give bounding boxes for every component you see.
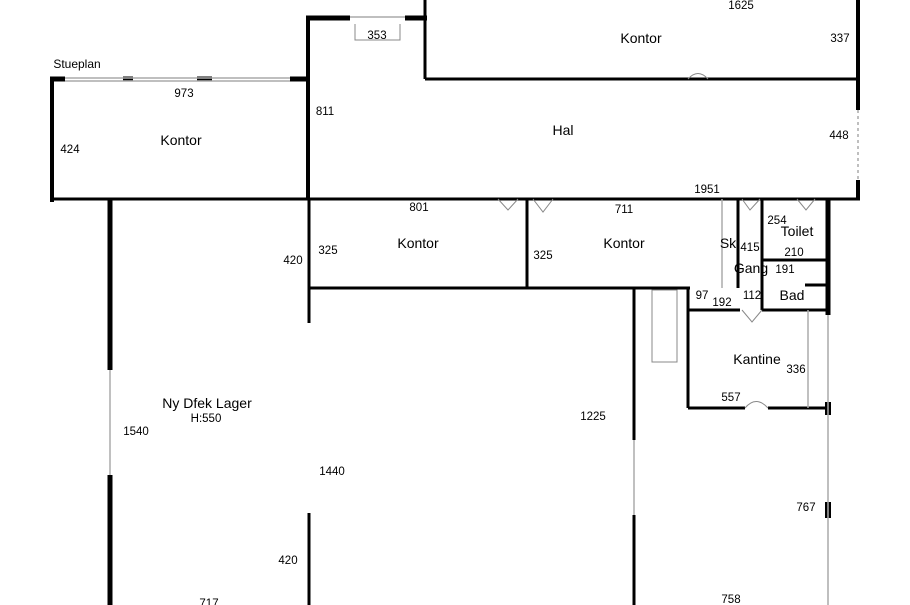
dimension-label: 337 <box>830 33 850 45</box>
dimension-label: 97 <box>695 290 709 302</box>
dimension-label: 1625 <box>728 0 754 12</box>
dimension-label: 1440 <box>319 466 345 478</box>
dimension-label: 192 <box>712 297 732 309</box>
dimension-label: 711 <box>614 204 634 216</box>
room-label-kontor-mid2: Kontor <box>603 235 645 251</box>
dimension-label: 1540 <box>123 426 149 438</box>
room-label-kontor-left: Kontor <box>160 132 202 148</box>
room-label-kontor-mid1: Kontor <box>397 235 439 251</box>
room-label-kontor-top: Kontor <box>620 30 662 46</box>
dimension-label: 557 <box>721 392 741 404</box>
room-height-lager: H:550 <box>190 413 222 425</box>
dimension-label: 424 <box>60 144 80 156</box>
dimension-label: 336 <box>786 364 806 376</box>
dimension-label: 210 <box>784 247 804 259</box>
staircase <box>651 289 678 363</box>
room-label-gang: Gang <box>733 260 769 276</box>
dimension-label: 448 <box>829 130 849 142</box>
dimension-label: 254 <box>767 215 787 227</box>
windows <box>65 16 859 605</box>
dimension-label: 112 <box>742 290 762 302</box>
doors <box>354 24 816 409</box>
dimension-label: 415 <box>740 242 760 254</box>
walls <box>50 0 860 605</box>
dimension-label: 717 <box>199 598 219 605</box>
room-label-hal: Hal <box>552 122 574 138</box>
room-label-toilet: Toilet <box>780 223 814 239</box>
dimension-label: 1951 <box>694 184 720 196</box>
dimension-label: 325 <box>533 250 553 262</box>
dimension-label: 353 <box>367 30 387 42</box>
room-label-kantine: Kantine <box>733 351 781 367</box>
room-label-lager: Ny Dfek Lager <box>162 395 252 411</box>
room-label-bad: Bad <box>779 287 805 303</box>
dimension-label: 801 <box>409 202 429 214</box>
dimension-label: 758 <box>721 594 741 605</box>
dimension-label: 420 <box>278 555 298 567</box>
plan-title: Stueplan <box>53 57 101 71</box>
dimension-label: 811 <box>315 106 335 118</box>
dimension-label: 191 <box>775 264 795 276</box>
dimension-label: 1225 <box>580 411 606 423</box>
dimension-label: 767 <box>796 502 816 514</box>
dimension-label: 420 <box>283 255 303 267</box>
dimension-label: 325 <box>318 245 338 257</box>
dimension-label: 973 <box>174 88 194 100</box>
room-label-sk: Sk <box>719 235 737 251</box>
